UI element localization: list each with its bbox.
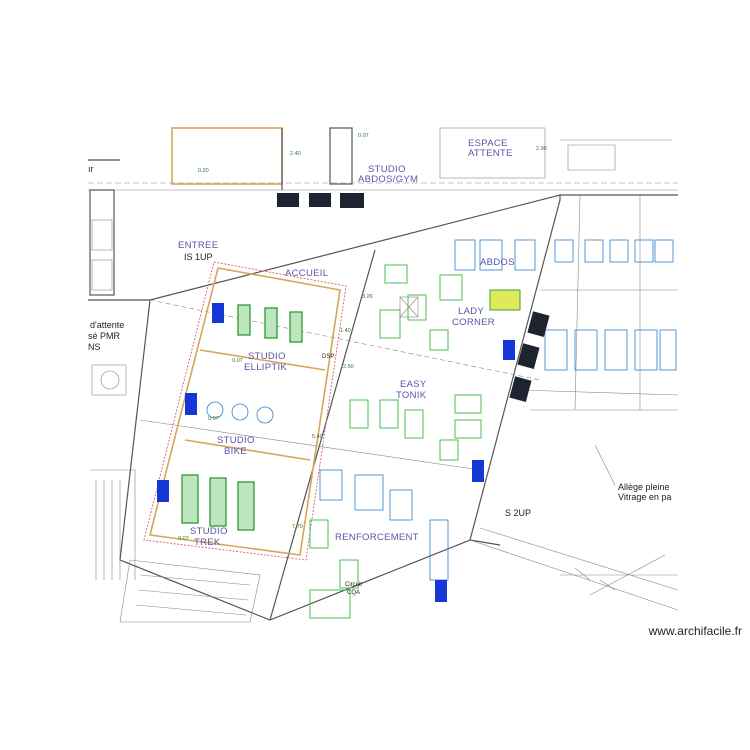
label-studio-abdos-2: ABDOS/GYM bbox=[358, 174, 418, 185]
trek-machines bbox=[181, 474, 255, 531]
label-allege-1: Allège pleine bbox=[618, 482, 670, 492]
label-circuit-2: CQA bbox=[347, 590, 360, 596]
bottom-right-ramp bbox=[560, 444, 678, 596]
label-studio-abdos-1: STUDIO bbox=[368, 164, 406, 175]
stairs bbox=[119, 559, 261, 623]
label-is-1up: IS 1UP bbox=[184, 252, 213, 262]
label-bike-1: STUDIO bbox=[217, 435, 255, 446]
top-strip: ır bbox=[88, 127, 678, 191]
label-elliptik-1: STUDIO bbox=[248, 351, 286, 362]
label-attente-area-3: NS bbox=[88, 342, 101, 352]
label-allege-2: Vitrage en pa bbox=[618, 492, 671, 502]
bike-machines bbox=[206, 401, 274, 424]
label-s-2up: S 2UP bbox=[505, 508, 531, 518]
label-tonik: TONIK bbox=[396, 390, 427, 401]
label-espace: ESPACE bbox=[468, 138, 508, 149]
label-trek-1: STUDIO bbox=[190, 526, 228, 537]
dimension-label: 0.07 bbox=[358, 133, 369, 139]
dimension-label: 0.07 bbox=[208, 416, 219, 422]
dimension-label: 1.40 bbox=[340, 328, 351, 334]
label-dsp: DSP bbox=[322, 354, 334, 360]
dimension-label: 0.20 bbox=[198, 168, 209, 174]
studios-zone bbox=[143, 261, 347, 561]
dimension-label: 0.07 bbox=[178, 536, 189, 542]
label-accueil: ACCUEIL bbox=[285, 268, 328, 279]
green-equipment bbox=[309, 264, 482, 619]
label-trek-2: TREK bbox=[194, 537, 221, 548]
dimension-label: 2.50 bbox=[343, 364, 354, 370]
plan-canvas bbox=[88, 128, 678, 622]
black-equipment bbox=[277, 193, 550, 402]
label-attente-area-2: sé PMR bbox=[88, 331, 121, 341]
dimension-label: 7.70 bbox=[292, 524, 303, 530]
label-abdos: ABDOS bbox=[480, 257, 515, 268]
label-lady: LADY bbox=[458, 306, 484, 317]
label-easy: EASY bbox=[400, 379, 427, 390]
blue-screens bbox=[157, 303, 515, 602]
label-entree: ENTREE bbox=[178, 240, 218, 251]
svg-text:ır: ır bbox=[88, 164, 94, 174]
right-machines-zone bbox=[519, 194, 679, 411]
dimension-label: 0.07 bbox=[232, 358, 243, 364]
label-attente-area-1: d'attente bbox=[90, 320, 124, 330]
dimension-label: 2.40 bbox=[290, 151, 301, 157]
dimension-label: 5.40 bbox=[312, 434, 323, 440]
label-attente: ATTENTE bbox=[468, 148, 513, 159]
label-circuit-1: Circuit bbox=[345, 582, 362, 588]
dimension-label: 3.26 bbox=[362, 294, 373, 300]
left-service-area bbox=[88, 189, 150, 580]
lady-corner-machine bbox=[489, 289, 521, 311]
label-elliptik-2: ELLIPTIK bbox=[244, 362, 287, 373]
dimension-label: 2.90 bbox=[536, 146, 547, 152]
label-corner: CORNER bbox=[452, 317, 495, 328]
watermark: www.archifacile.fr bbox=[648, 624, 742, 638]
label-bike-2: BIKE bbox=[224, 446, 247, 457]
label-renforcement: RENFORCEMENT bbox=[335, 532, 419, 543]
crossed-box bbox=[399, 296, 419, 318]
elliptik-machines bbox=[237, 304, 303, 343]
